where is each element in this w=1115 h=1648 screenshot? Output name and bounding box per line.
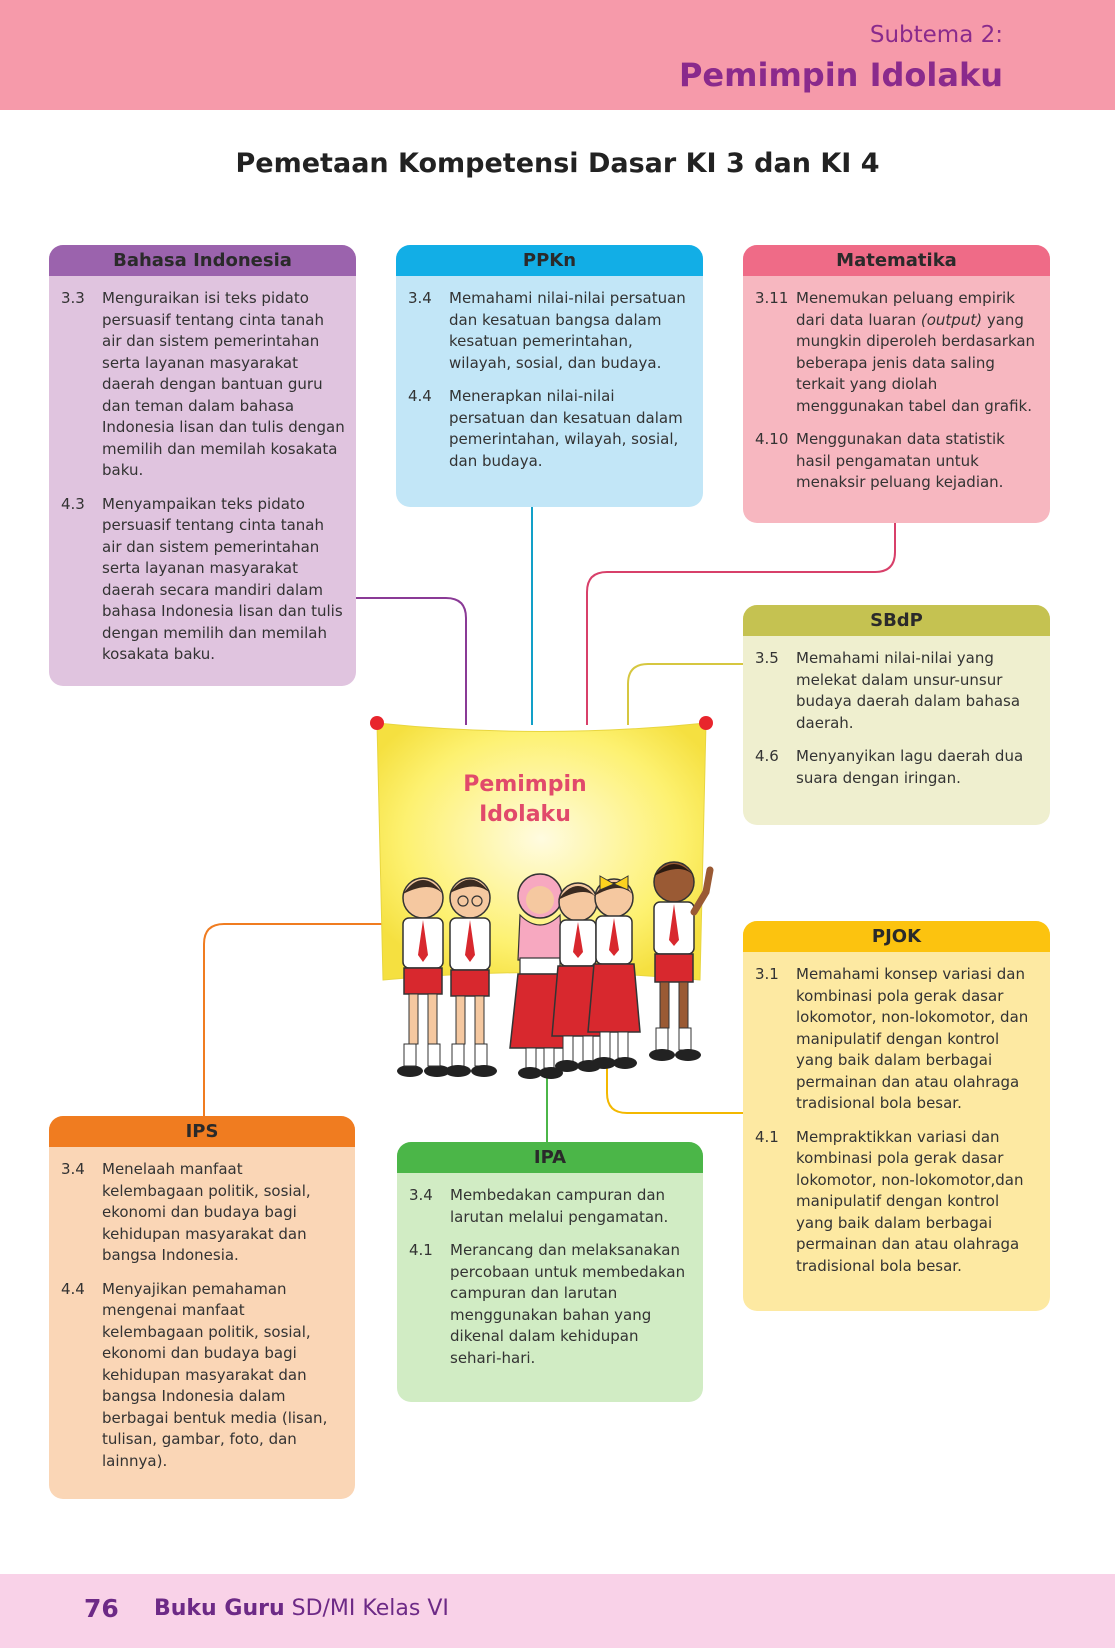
kd-code: 4.3 (61, 494, 85, 513)
kd-text: Menyampaikan teks pidato persuasif tenta… (102, 494, 343, 664)
poster-title: Pemimpin Idolaku (440, 770, 610, 830)
page-title: Pemetaan Kompetensi Dasar KI 3 dan KI 4 (235, 148, 880, 179)
children-illustration (397, 861, 714, 1079)
book-title-bold: Buku Guru (154, 1596, 285, 1621)
kd-text: Menemukan peluang empirik dari data luar… (796, 289, 1036, 415)
connector-pjok (606, 1060, 743, 1114)
subject-box-matematika: Matematika 3.11 Menemukan peluang empiri… (743, 245, 1050, 523)
kd-code: 4.4 (61, 1279, 85, 1298)
kd-item: 3.4 Menelaah manfaat kelembagaan politik… (61, 1159, 345, 1267)
kd-text: Merancang dan melaksanakan percobaan unt… (450, 1241, 686, 1367)
subject-box-pjok: PJOK 3.1 Memahami konsep variasi dan kom… (743, 921, 1050, 1311)
kd-item: 4.6 Menyanyikan lagu daerah dua suara de… (755, 746, 1040, 789)
kd-item: 4.3 Menyampaikan teks pidato persuasif t… (61, 494, 346, 666)
kd-text: Menerapkan nilai-nilai persatuan dan kes… (449, 387, 683, 470)
kd-code: 3.4 (61, 1160, 85, 1178)
kd-code: 4.6 (755, 747, 779, 765)
page-number: 76 (84, 1594, 119, 1623)
book-title-rest: SD/MI Kelas VI (284, 1596, 449, 1621)
poster-pin-right (699, 716, 713, 730)
poster-title-line2: Idolaku (479, 802, 571, 827)
kd-item: 4.1 Merancang dan melaksanakan percobaan… (409, 1240, 693, 1369)
subject-box-ppkn: PPKn 3.4 Memahami nilai-nilai persatuan … (396, 245, 703, 507)
kd-code: 3.4 (409, 1186, 433, 1204)
kd-code: 4.4 (408, 387, 432, 405)
book-title: Buku Guru SD/MI Kelas VI (154, 1596, 449, 1621)
subject-box-bahasa-indonesia: Bahasa Indonesia 3.3 Menguraikan isi tek… (49, 245, 356, 686)
subject-box-ipa: IPA 3.4 Membedakan campuran dan larutan … (397, 1142, 703, 1402)
subject-box-sbdp: SBdP 3.5 Memahami nilai-nilai yang melek… (743, 605, 1050, 825)
kd-text: Menyanyikan lagu daerah dua suara dengan… (796, 747, 1024, 787)
kd-text: Memahami nilai-nilai yang melekat dalam … (796, 649, 1021, 732)
connector-sbdp (627, 663, 743, 725)
header-band: Subtema 2: Pemimpin Idolaku (0, 0, 1115, 110)
kd-text: Memahami nilai-nilai persatuan dan kesat… (449, 289, 686, 372)
kd-item: 3.4 Memahami nilai-nilai persatuan dan k… (408, 288, 693, 374)
kd-text: Menguraikan isi teks pidato persuasif te… (102, 289, 345, 479)
poster-title-line1: Pemimpin (463, 772, 587, 797)
kd-code: 4.1 (755, 1127, 779, 1146)
connector-mtk (586, 523, 896, 725)
kd-item: 3.4 Membedakan campuran dan larutan mela… (409, 1185, 693, 1228)
kd-text: Mempraktikkan variasi dan kombinasi pola… (796, 1127, 1024, 1275)
kd-item: 3.3 Menguraikan isi teks pidato persuasi… (61, 288, 346, 482)
kd-code: 4.1 (409, 1241, 433, 1259)
subject-title: PJOK (743, 921, 1050, 952)
subtema-title: Pemimpin Idolaku (678, 56, 1003, 94)
kd-item: 3.1 Memahami konsep variasi dan kombinas… (755, 964, 1040, 1115)
kd-item: 4.4 Menerapkan nilai-nilai persatuan dan… (408, 386, 693, 472)
kd-code: 3.5 (755, 649, 779, 667)
kd-code: 4.10 (755, 430, 789, 448)
subject-title: IPS (49, 1116, 355, 1147)
kd-code: 3.3 (61, 289, 85, 307)
footer-band: 76 Buku Guru SD/MI Kelas VI (0, 1574, 1115, 1648)
kd-text: Menyajikan pemahaman mengenai manfaat ke… (102, 1279, 328, 1470)
connector-bindo (356, 597, 467, 725)
kd-code: 3.1 (755, 965, 779, 983)
kd-item: 4.1 Mempraktikkan variasi dan kombinasi … (755, 1127, 1040, 1278)
subject-title: IPA (397, 1142, 703, 1173)
subject-title: PPKn (396, 245, 703, 276)
kd-item: 4.4 Menyajikan pemahaman mengenai manfaa… (61, 1279, 345, 1473)
kd-text: Memahami konsep variasi dan kombinasi po… (796, 965, 1029, 1112)
subject-box-ips: IPS 3.4 Menelaah manfaat kelembagaan pol… (49, 1116, 355, 1499)
kd-code: 3.11 (755, 289, 789, 307)
kd-item: 4.10 Menggunakan data statistik hasil pe… (755, 429, 1040, 494)
kd-text: Membedakan campuran dan larutan melalui … (450, 1186, 669, 1226)
kd-code: 3.4 (408, 289, 432, 307)
subtema-label: Subtema 2: (869, 22, 1003, 48)
kd-item: 3.5 Memahami nilai-nilai yang melekat da… (755, 648, 1040, 734)
kd-text: Menggunakan data statistik hasil pengama… (796, 430, 1005, 491)
kd-item: 3.11 Menemukan peluang empirik dari data… (755, 288, 1040, 417)
subject-title: SBdP (743, 605, 1050, 636)
subject-title: Bahasa Indonesia (49, 245, 356, 276)
connector-ips (203, 923, 390, 1116)
kd-text: Menelaah manfaat kelembagaan politik, so… (102, 1160, 311, 1264)
subject-title: Matematika (743, 245, 1050, 276)
poster-pin-left (370, 716, 384, 730)
